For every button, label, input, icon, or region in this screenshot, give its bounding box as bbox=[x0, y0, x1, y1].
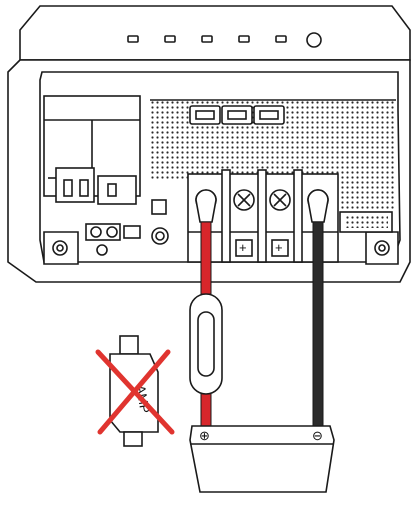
communication-ports bbox=[189, 105, 285, 125]
prohibited-cross-line-2 bbox=[97, 349, 171, 435]
terminal-plus-label-left: + bbox=[239, 240, 247, 255]
grounding-fittings bbox=[85, 199, 169, 256]
indicator-leds bbox=[127, 32, 322, 48]
remote-connector bbox=[339, 211, 393, 233]
battery-positive-symbol: ⊕ bbox=[199, 428, 210, 443]
terminal-screw-2 bbox=[233, 189, 255, 211]
mounting-bracket-right bbox=[365, 231, 399, 265]
terminal-plus-label-right: + bbox=[275, 240, 283, 255]
mounting-bracket-left bbox=[43, 231, 79, 265]
battery-negative-symbol: ⊖ bbox=[312, 428, 323, 443]
negative-cable bbox=[312, 221, 324, 427]
circuit-breaker-prohibited: AMP bbox=[95, 335, 175, 447]
battery: ⊕ ⊖ bbox=[189, 425, 335, 493]
ac-terminal-block bbox=[43, 95, 141, 205]
terminal-screws bbox=[63, 179, 117, 197]
terminal-screw-3 bbox=[269, 189, 291, 211]
inline-fuse bbox=[189, 293, 223, 395]
